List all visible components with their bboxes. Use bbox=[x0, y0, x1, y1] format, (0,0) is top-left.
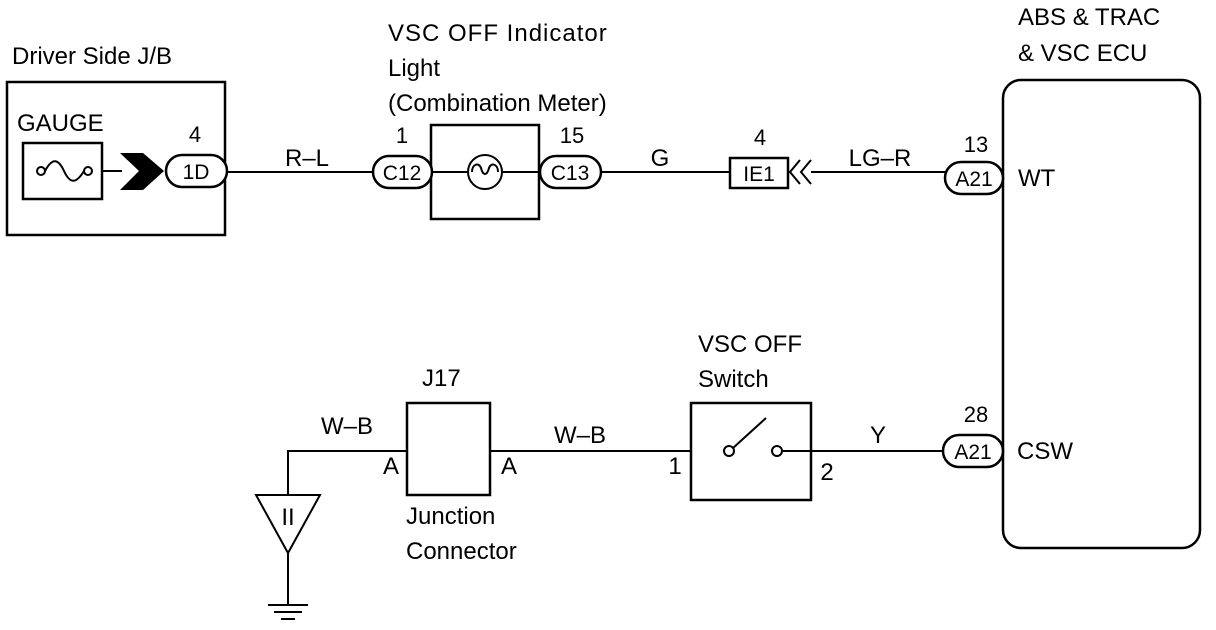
junction-connector-box bbox=[405, 401, 492, 497]
ie1-pin: 4 bbox=[754, 125, 766, 150]
wire-g-label: G bbox=[651, 145, 670, 172]
ground-icon bbox=[254, 494, 322, 620]
junction-caption-1: Junction bbox=[406, 503, 495, 530]
connector-a21-csw-label: A21 bbox=[954, 441, 991, 464]
wire-wb1-label: W–B bbox=[321, 413, 373, 440]
ecu-title-1: ABS & TRAC bbox=[1018, 4, 1160, 31]
gauge-fuse-box bbox=[21, 141, 104, 201]
fuse-icon bbox=[36, 160, 93, 182]
connector-c12-label: C12 bbox=[383, 162, 422, 185]
connector-c13-label: C13 bbox=[551, 162, 590, 185]
jb-connector-label: 1D bbox=[183, 161, 210, 184]
wire-wb2-label: W–B bbox=[554, 422, 606, 449]
indicator-title-2: Light bbox=[388, 55, 440, 82]
gauge-label: GAUGE bbox=[17, 110, 104, 137]
j17-pin-right: A bbox=[501, 453, 517, 480]
wire-wb-ground bbox=[287, 450, 407, 495]
connector-ie1 bbox=[728, 156, 790, 190]
ground-label: II bbox=[281, 504, 294, 531]
switch-pin-left: 1 bbox=[668, 453, 681, 480]
connector-ie1-label: IE1 bbox=[743, 163, 775, 186]
indicator-title-3: (Combination Meter) bbox=[388, 90, 607, 117]
junction-caption-2: Connector bbox=[406, 538, 517, 565]
switch-pin-right: 2 bbox=[820, 459, 833, 486]
switch-title-2: Switch bbox=[698, 366, 769, 393]
connector-chevron-icon bbox=[788, 159, 812, 185]
ecu-title-2: & VSC ECU bbox=[1018, 40, 1147, 67]
ecu-csw-pin: 28 bbox=[964, 402, 988, 427]
ecu-csw-label: CSW bbox=[1017, 438, 1073, 465]
indicator-title-1: VSC OFF Indicator bbox=[388, 20, 608, 47]
indicator-pin-out: 15 bbox=[560, 123, 584, 148]
indicator-pin-in: 1 bbox=[396, 123, 408, 148]
j17-id: J17 bbox=[422, 365, 461, 392]
ecu-wt-pin: 13 bbox=[964, 132, 988, 157]
switch-title-1: VSC OFF bbox=[698, 331, 802, 358]
ecu-box bbox=[1001, 78, 1202, 550]
wire-lgr-label: LG–R bbox=[849, 145, 912, 172]
connector-arrow-icon bbox=[120, 153, 164, 190]
ecu-wt-label: WT bbox=[1018, 165, 1056, 192]
wire-y-label: Y bbox=[870, 422, 886, 449]
wire-rl-label: R–L bbox=[285, 145, 329, 172]
jb-pin: 4 bbox=[189, 122, 201, 147]
connector-a21-wt bbox=[943, 160, 1005, 196]
connector-a21-wt-label: A21 bbox=[955, 168, 992, 191]
j17-pin-left: A bbox=[383, 453, 399, 480]
jb-title: Driver Side J/B bbox=[12, 43, 172, 70]
